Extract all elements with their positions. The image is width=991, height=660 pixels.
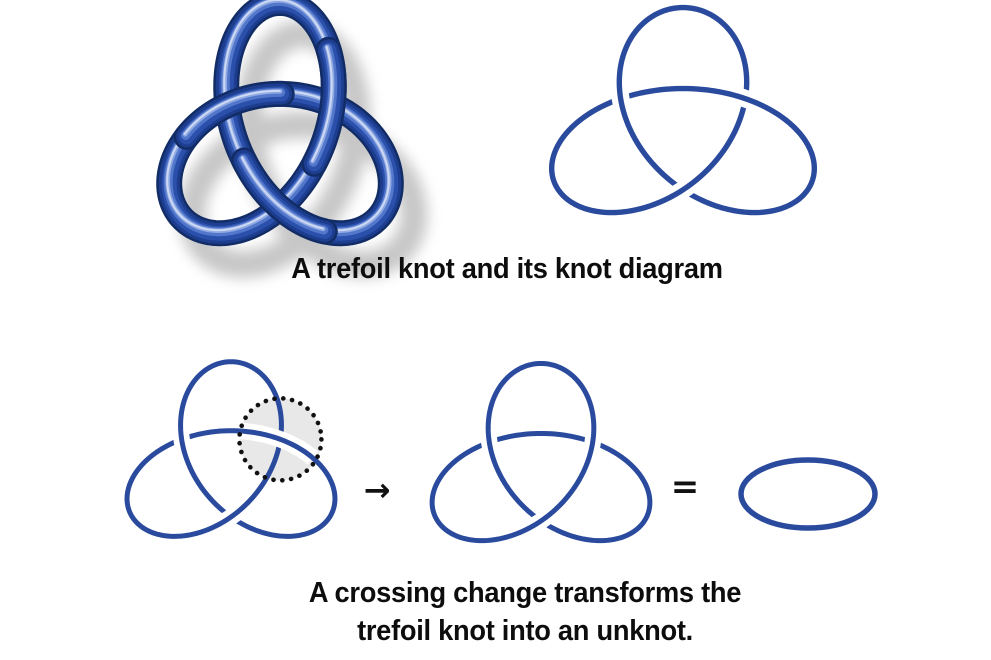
caption-crossing-change-line2: trefoil knot into an unknot. [357,615,693,647]
trefoil-diagram-figure [548,4,818,218]
caption-crossing-change-line1: A crossing change transforms the [308,577,742,609]
highlighted-crossing-knot [124,359,338,542]
trefoil-3d-figure [156,0,428,278]
caption-crossing-change: A crossing change transforms the trefoil… [87,574,963,650]
arrow-icon: → [363,471,391,509]
crossing-changed-figure [429,360,653,546]
unknot-ellipse [738,457,878,531]
caption-trefoil-diagram: A trefoil knot and its knot diagram [291,253,723,285]
equals-sign: = [670,467,700,507]
dotted-circle [237,396,324,483]
highlighted-crossing-figure [124,359,338,542]
unknot-figure [738,457,878,531]
